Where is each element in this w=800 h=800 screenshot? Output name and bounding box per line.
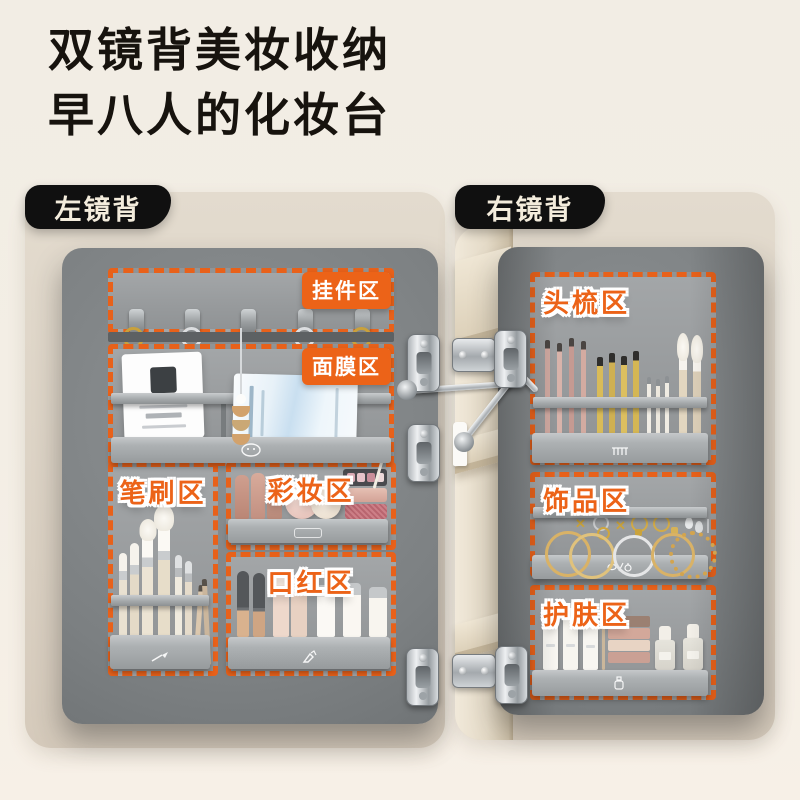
zone-lipstick-label: 口红区: [267, 568, 355, 598]
foundation-stick: [237, 571, 249, 637]
left-door-back: 挂件区 面膜区: [62, 248, 438, 724]
zone-color-makeup: 彩妆区: [226, 451, 396, 550]
pin-earring-icon: [707, 519, 709, 533]
makeup-brush: [154, 505, 174, 665]
stud-earring-icon: ✕: [615, 518, 626, 533]
beaded-bangle: [669, 531, 717, 579]
makeup-brush-icon: [151, 652, 168, 662]
brow-pencil: [569, 338, 574, 447]
hinge-icon: [406, 648, 439, 706]
zone-hooks: 挂件区: [108, 268, 394, 348]
zone-combs: 头梳区: [530, 272, 716, 465]
mask-shelf: [111, 437, 391, 463]
zone-jewelry-label: 饰品区: [543, 486, 631, 516]
hinge-icon: [494, 330, 527, 388]
teardrop-earring-icon: [685, 517, 693, 529]
foundation-stick: [253, 573, 265, 637]
comb-icon: [612, 447, 628, 455]
lipstick-icon: [302, 650, 317, 663]
mascara-wand: [677, 333, 689, 447]
brow-pencil: [557, 343, 562, 447]
hinge-icon: [495, 646, 528, 704]
jewelry-rail: [533, 507, 707, 518]
cosmetic-bottle: [317, 585, 335, 637]
bead-icon: [232, 406, 250, 417]
bead-icon: [232, 434, 250, 445]
perfume-bottle: [655, 640, 675, 670]
comb-shelf: [532, 433, 708, 463]
skincare-bottle-icon: [614, 676, 624, 690]
hanging-cord: [240, 328, 242, 394]
face-mask-icon: [241, 443, 261, 457]
right-panel-badge: 右镜背: [455, 185, 605, 229]
blush-compact: [251, 473, 265, 519]
brow-pencil: [545, 340, 550, 447]
lipstick-box: [273, 577, 289, 637]
right-mirror-panel: 头梳区: [453, 192, 775, 740]
mascara-wand: [691, 335, 703, 447]
hinge-icon: [407, 424, 440, 482]
hinge-plate-icon: [452, 338, 496, 372]
silver-bangle: [613, 535, 655, 577]
bead-icon: [232, 420, 250, 431]
comb-rail: [533, 397, 707, 408]
zone-skincare-label: 护肤区: [543, 600, 631, 630]
eyeshadow-pan: [608, 640, 650, 651]
left-mirror-panel: 挂件区 面膜区: [25, 192, 445, 748]
skincare-shelf: [532, 670, 708, 696]
page-title-line1: 双镜背美妆收纳: [48, 24, 391, 76]
brush-rail: [111, 595, 209, 606]
zone-masks: 面膜区: [108, 344, 394, 466]
perfume-cap: [687, 624, 699, 640]
left-panel-badge-text: 左镜背: [54, 194, 142, 225]
zone-skincare: 护肤区: [530, 585, 716, 700]
eyeshadow-pan: [608, 652, 650, 663]
brush-shelf: [110, 635, 210, 669]
blush-palette: [345, 488, 387, 502]
zone-jewelry: 饰品区 ✕ ✕: [530, 472, 717, 579]
powder-puff: [311, 489, 341, 519]
stud-earring-icon: ✕: [575, 516, 586, 531]
right-door-back: 头梳区: [498, 247, 764, 715]
bead-icon: [236, 394, 246, 404]
cosmetic-bottle: [343, 583, 361, 637]
zone-masks-label: 面膜区: [302, 348, 391, 385]
hook-icon: [241, 309, 256, 333]
makeup-shelf: [228, 519, 388, 543]
left-panel-badge: 左镜背: [25, 185, 171, 229]
brand-mark: [294, 528, 322, 538]
perfume-cap: [659, 626, 671, 642]
gold-bangle: [569, 533, 615, 579]
cosmetic-bottle: [369, 587, 387, 637]
makeup-brush: [175, 555, 182, 665]
lipstick-box: [291, 579, 307, 637]
hinge-pivot-icon: [454, 432, 474, 452]
blush-compact: [267, 477, 282, 519]
makeup-brush: [185, 561, 192, 665]
brow-pencil: [581, 341, 586, 447]
page-title-line2: 早八人的化妆台: [48, 89, 391, 141]
makeup-brush: [119, 553, 127, 665]
lipstick-shelf: [228, 637, 390, 669]
zone-combs-label: 头梳区: [543, 288, 631, 318]
blush-compact: [235, 475, 249, 519]
hinge-pivot-icon: [397, 380, 417, 400]
zone-hooks-label: 挂件区: [302, 272, 391, 309]
hinge-plate-icon: [452, 654, 496, 688]
perfume-bottle: [683, 638, 703, 670]
zone-brushes: 笔刷区: [108, 462, 218, 676]
glitter-palette: [345, 504, 387, 519]
zone-brushes-label: 笔刷区: [119, 478, 207, 508]
zone-color-makeup-label: 彩妆区: [267, 476, 355, 506]
zone-lipstick: 口红区: [226, 552, 396, 676]
right-panel-badge-text: 右镜背: [486, 194, 574, 225]
